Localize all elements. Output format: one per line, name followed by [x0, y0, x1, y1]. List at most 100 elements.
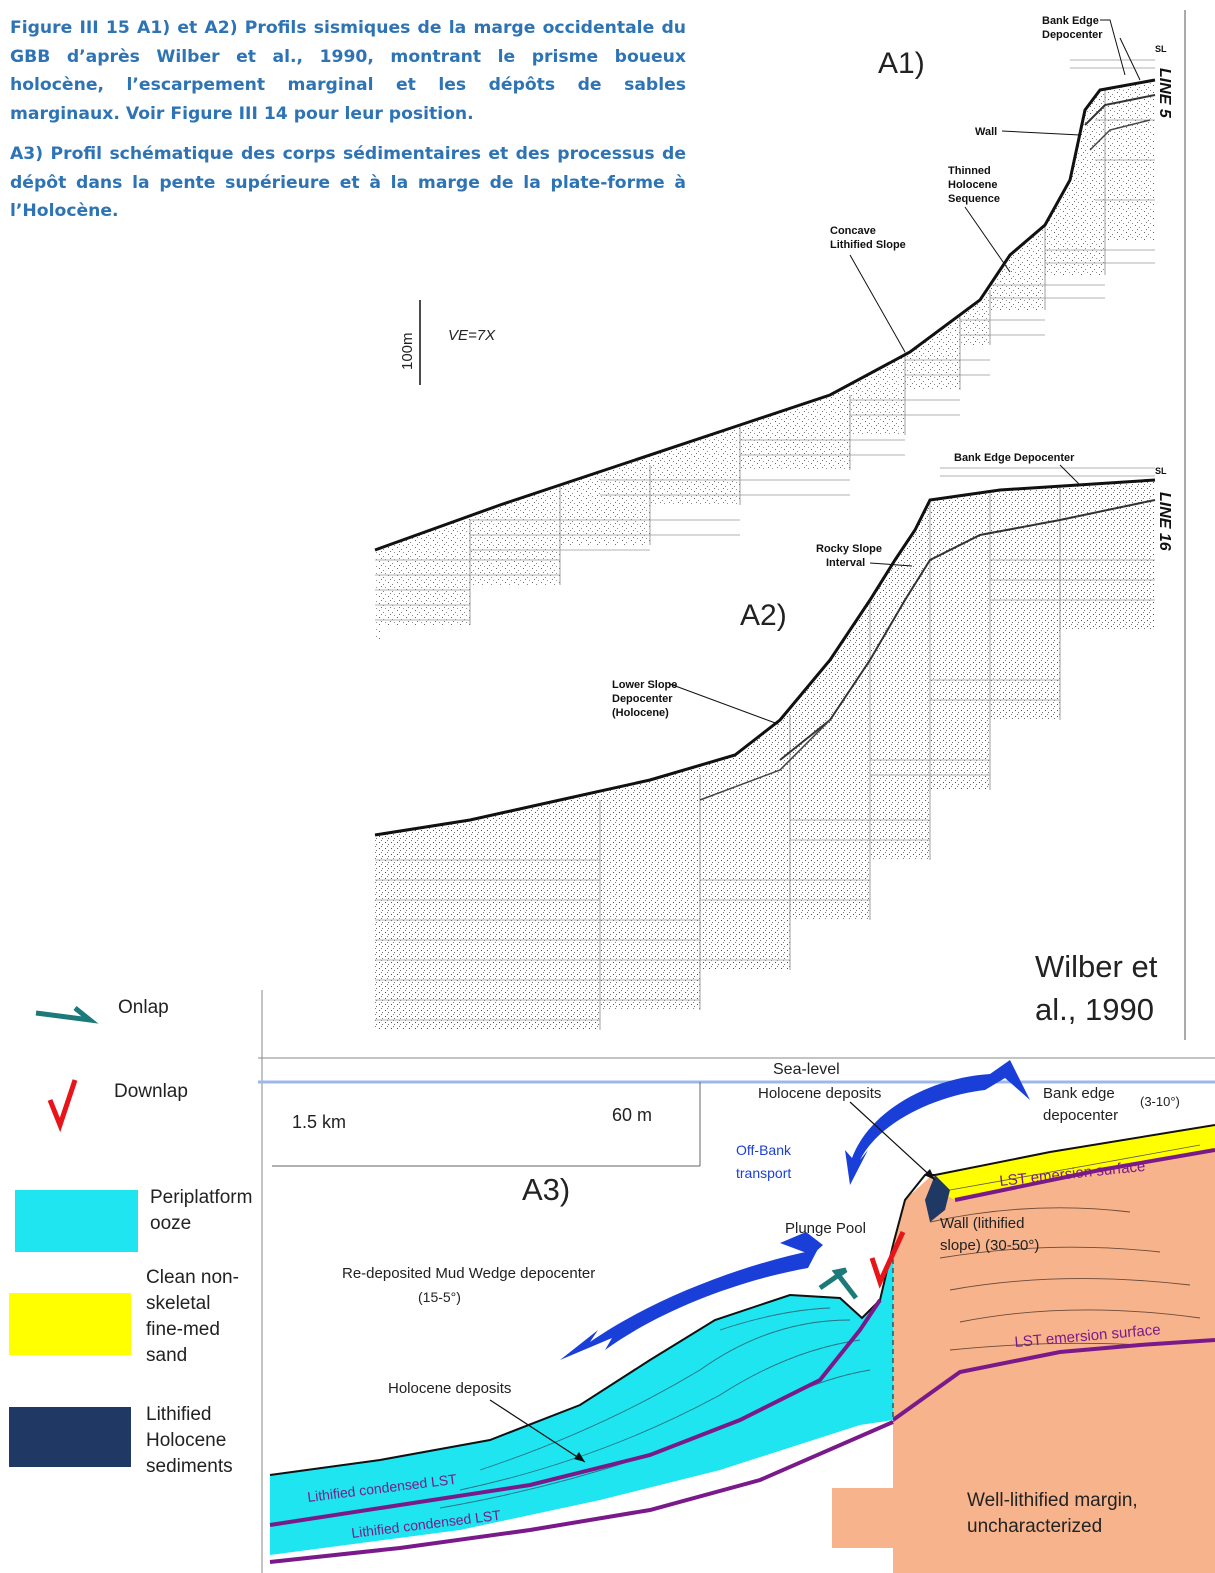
a2-subsurface-reflector-2 [699, 719, 831, 801]
periplatform-ooze [270, 1245, 893, 1555]
lithified-holocene-sediments [925, 1175, 950, 1222]
legend-lithified-label: Lithified Holocene sediments [146, 1402, 233, 1480]
wall-label-1: Wall (lithified [940, 1215, 1024, 1232]
vertical-exaggeration-label: VE=7X [448, 327, 496, 344]
margin-internal-lines [929, 1207, 1201, 1351]
mud-wedge-label-1: Re-deposited Mud Wedge depocenter [342, 1265, 595, 1282]
legend-downlap-icon [47, 1079, 78, 1133]
a1-wall-leader [1001, 130, 1081, 136]
seismic-profile-a2: A2) Bank Edge Depocenter SL LINE 16 Rock… [374, 452, 1173, 1030]
emersion-surface-lower [891, 1338, 1215, 1422]
downlap-symbol [869, 1230, 906, 1289]
a1-thinned-label-3: Sequence [948, 193, 1000, 205]
legend-sand-line-4: sand [146, 1345, 188, 1366]
a2-line-label: LINE 16 [1156, 492, 1173, 551]
a2-label: A2) [740, 599, 787, 632]
a1-reflector-fill [375, 80, 1155, 640]
a1-subsurface-reflector-2 [1089, 119, 1151, 151]
legend-sand-line-3: fine-med [146, 1319, 220, 1340]
off-bank-transport-arrow [845, 1060, 1030, 1185]
wall-label-2: slope) (30-50°) [940, 1237, 1039, 1254]
a2-bank-edge-label: Bank Edge Depocenter [954, 452, 1075, 464]
legend-sand-line-1: Clean non- [146, 1267, 239, 1288]
off-bank-label-2: transport [736, 1165, 791, 1181]
onlap-symbol [818, 1267, 858, 1300]
bank-edge-sand-wedge [935, 1125, 1215, 1200]
figure-caption: Figure III 15 A1) et A2) Profils sismiqu… [10, 14, 686, 238]
a2-lower-slope-label-3: (Holocene) [612, 707, 669, 719]
caption-paragraph-a1-a2: Figure III 15 A1) et A2) Profils sismiqu… [10, 18, 686, 124]
mud-wedge-transport-arrow [560, 1245, 820, 1360]
bank-edge-angle-label: (3-10°) [1140, 1094, 1180, 1109]
credit-line-1: Wilber et [1035, 949, 1158, 984]
a1-line-label: LINE 5 [1156, 68, 1173, 119]
schematic-a3: Sea-level 1.5 km 60 m A3) [258, 990, 1215, 1573]
a1-bank-edge-label-1: Bank Edge [1042, 15, 1099, 27]
a2-rocky-leader [869, 562, 913, 567]
a3-label: A3) [522, 1172, 570, 1207]
legend-margin-swatch [832, 1488, 954, 1548]
legend-margin-label: Well-lithified margin, uncharacterized [967, 1488, 1138, 1540]
emersion-surface-upper [954, 1148, 1215, 1202]
legend-onlap-icon [35, 1006, 99, 1024]
a1-concave-label-1: Concave [830, 225, 876, 237]
mud-wedge-arrow-tail [780, 1232, 823, 1255]
a1-bank-edge-leader-2 [1119, 37, 1141, 81]
holocene-deposits-top-label: Holocene deposits [758, 1085, 881, 1102]
legend-margin-line-1: Well-lithified margin, [967, 1490, 1138, 1511]
holocene-deposits-bottom-label: Holocene deposits [388, 1380, 511, 1397]
legend-lithified-line-2: Holocene [146, 1430, 227, 1451]
a3-scale-m: 60 m [612, 1105, 652, 1125]
a2-lower-slope-leader [669, 683, 779, 725]
holocene-top-leader [849, 1101, 936, 1181]
bank-edge-label-2: depocenter [1043, 1107, 1118, 1124]
legend-ooze-line-2: ooze [150, 1213, 192, 1234]
a1-concave-label-2: Lithified Slope [830, 239, 906, 251]
holocene-top-arrowhead [924, 1169, 935, 1180]
a2-gridlines [375, 467, 1155, 1021]
a1-seafloor [374, 78, 1156, 552]
holocene-bottom-leader [489, 1399, 586, 1463]
legend-margin-line-2: uncharacterized [967, 1516, 1103, 1537]
seismic-profile-a1: A1) Bank Edge Depocenter SL LINE 5 Wall … [374, 10, 1186, 1040]
a1-wall-label: Wall [975, 126, 997, 138]
lithified-lst-surface-lower [269, 1420, 894, 1564]
legend-sand-line-2: skeletal [146, 1293, 211, 1314]
a1-verticals [469, 90, 1106, 625]
mud-wedge-label-2: (15-5°) [418, 1289, 461, 1305]
credit-line-2: al., 1990 [1035, 992, 1154, 1027]
a1-sl-label: SL [1155, 44, 1167, 54]
sand-internal-line [949, 1144, 1201, 1191]
a3-scale-km: 1.5 km [292, 1112, 346, 1132]
ooze-top-surface [269, 1244, 894, 1476]
sea-level-label: Sea-level [773, 1061, 840, 1078]
legend-downlap-label: Downlap [114, 1081, 188, 1102]
legend-ooze-line-1: Periplatform [150, 1187, 253, 1208]
legend-lithified-line-1: Lithified [146, 1404, 212, 1425]
a2-rocky-label-2: Interval [826, 557, 865, 569]
a1-bank-edge-leader [1100, 19, 1126, 76]
a2-lower-slope-label-2: Depocenter [612, 693, 673, 705]
a1-label: A1) [878, 47, 925, 80]
caption-paragraph-a3: A3) Profil schématique des corps sédimen… [10, 144, 686, 221]
platform-top-surface [934, 1124, 1215, 1176]
legend-sand-label: Clean non- skeletal fine-med sand [146, 1265, 239, 1369]
bank-edge-label-1: Bank edge [1043, 1085, 1115, 1102]
a2-verticals [599, 485, 1061, 1030]
scale-bar-label: 100m [399, 332, 416, 370]
a1-subsurface-reflector [1084, 94, 1156, 126]
off-bank-label-1: Off-Bank [736, 1142, 792, 1158]
a1-thinned-label-2: Holocene [948, 179, 998, 191]
a2-bank-edge-leader [1059, 464, 1081, 486]
a2-reflector-fill [375, 480, 1155, 1030]
a2-lower-slope-label-1: Lower Slope [612, 679, 677, 691]
legend-ooze-label: Periplatform ooze [150, 1185, 252, 1237]
a2-subsurface-reflector [779, 499, 1156, 761]
legend: Onlap Downlap [9, 997, 954, 1548]
a1-thinned-label-1: Thinned [948, 165, 991, 177]
holocene-bottom-arrowhead [574, 1452, 585, 1462]
a2-seafloor [374, 478, 1156, 837]
legend-lithified-line-3: sediments [146, 1456, 233, 1477]
plunge-pool-label: Plunge Pool [785, 1220, 866, 1237]
